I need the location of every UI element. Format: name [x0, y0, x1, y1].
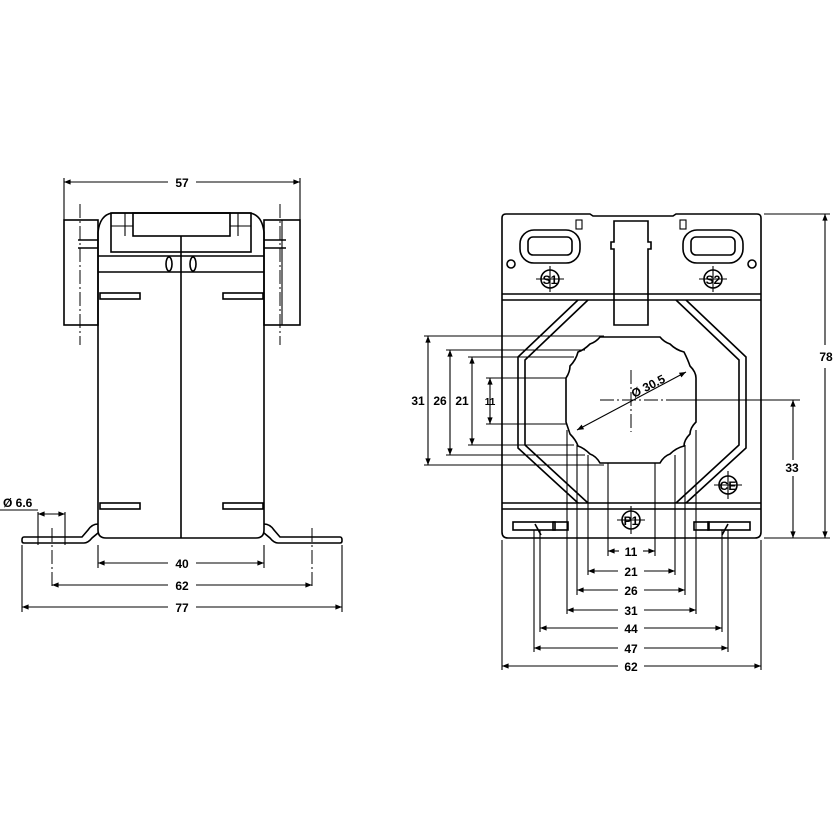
- dim-77: 77: [175, 601, 189, 615]
- dim-v-26: 26: [433, 394, 447, 408]
- dim-40: 40: [175, 557, 189, 571]
- front-body: [501, 213, 762, 539]
- svg-text:CE: CE: [720, 479, 737, 493]
- dim-height-78: 78: [819, 350, 833, 364]
- dim-aperture-diameter: Ø 30.5: [629, 372, 668, 401]
- terminal-s2: S2: [699, 266, 727, 292]
- marking-p1: P1: [617, 506, 645, 534]
- terminal-s2-window: [682, 229, 744, 264]
- dim-hole-diameter: Ø 6.6: [3, 496, 33, 510]
- dim-h-62: 62: [624, 660, 638, 674]
- svg-text:S2: S2: [706, 273, 721, 287]
- octagon-left-outer: [517, 299, 579, 504]
- top-cap: [97, 212, 265, 233]
- dim-h-47: 47: [624, 642, 638, 656]
- front-view-dimensions: 31 26 21 11 78 33: [411, 213, 833, 674]
- front-view: S1 S2 Ø 30.5 P1: [501, 213, 762, 539]
- center-clip: [610, 220, 652, 326]
- dim-h-26: 26: [624, 584, 638, 598]
- dim-v-31: 31: [411, 394, 425, 408]
- dim-v-21: 21: [455, 394, 469, 408]
- svg-text:P1: P1: [624, 514, 639, 528]
- side-view-dimensions: 57 Ø 6.6 40 62 77: [0, 176, 343, 615]
- terminal-s1-window: [519, 229, 581, 264]
- octagon-right-outer: [685, 299, 747, 504]
- primary-aperture: [565, 336, 697, 464]
- right-foot: [263, 523, 343, 544]
- left-foot: [21, 523, 99, 544]
- dim-h-44: 44: [624, 622, 638, 636]
- dim-57: 57: [175, 176, 189, 190]
- dim-h-31: 31: [624, 604, 638, 618]
- left-side-block: [63, 219, 99, 326]
- dim-h-21: 21: [624, 565, 638, 579]
- dim-h-11: 11: [625, 545, 638, 559]
- dim-62-side: 62: [175, 579, 189, 593]
- diameter-line: [576, 371, 687, 431]
- ce-mark: CE: [714, 471, 742, 499]
- svg-text:S1: S1: [543, 273, 558, 287]
- dim-v-11: 11: [485, 397, 496, 408]
- dim-center-33: 33: [785, 461, 799, 475]
- side-view: [21, 204, 343, 588]
- terminal-s1: S1: [536, 266, 564, 292]
